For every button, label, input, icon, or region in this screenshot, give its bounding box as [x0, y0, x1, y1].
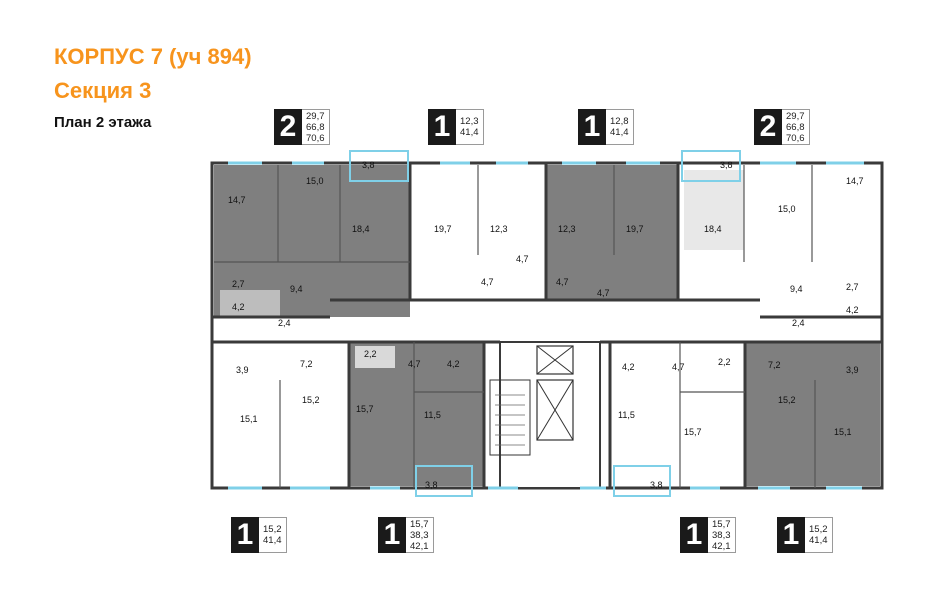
room-area: 2,2: [718, 357, 731, 367]
interior-walls: [214, 165, 816, 488]
living-area: 12,8: [610, 116, 629, 127]
room-area: 7,2: [768, 360, 781, 370]
room-count: 1: [428, 109, 456, 145]
living-area: 12,3: [460, 116, 479, 127]
room-count: 2: [274, 109, 302, 145]
room-area: 4,7: [408, 359, 421, 369]
room-area: 3,8: [720, 160, 733, 170]
room-area: 4,7: [672, 362, 685, 372]
room-count: 1: [378, 517, 406, 553]
room-area: 9,4: [790, 284, 803, 294]
living-area: 15,2: [809, 524, 828, 535]
room-area: 15,7: [684, 427, 702, 437]
room-area: 15,7: [356, 404, 374, 414]
room-area: 3,9: [846, 365, 859, 375]
room-area: 2,7: [232, 279, 245, 289]
room-area: 14,7: [228, 195, 246, 205]
room-area: 15,2: [778, 395, 796, 405]
room-area: 19,7: [434, 224, 452, 234]
room-area: 2,2: [364, 349, 377, 359]
room-area: 14,7: [846, 176, 864, 186]
living-area: 29,7: [786, 110, 805, 122]
room-area: 2,7: [846, 282, 859, 292]
room-count: 1: [680, 517, 708, 553]
room-area: 4,2: [447, 359, 460, 369]
building-title: КОРПУС 7 (уч 894): [54, 44, 252, 69]
room-count: 1: [231, 517, 259, 553]
room-area: 4,2: [846, 305, 859, 315]
room-area: 19,7: [626, 224, 644, 234]
room-area: 9,4: [290, 284, 303, 294]
unit-bottom-right[interactable]: [745, 342, 880, 486]
walls: [210, 161, 884, 490]
total-area: 41,4: [610, 127, 629, 138]
room-area: 11,5: [618, 410, 635, 420]
unit-bottom-left[interactable]: [214, 342, 349, 486]
room-area: 12,3: [490, 224, 508, 234]
total-area: 66,8: [786, 121, 805, 133]
room-area: 4,7: [556, 277, 569, 287]
room-area: 3,8: [650, 480, 663, 490]
room-area: 4,7: [597, 288, 610, 298]
total-area: 38,3: [712, 529, 731, 541]
room-area: 3,8: [425, 480, 438, 490]
balconies: [349, 150, 741, 497]
total-area: 38,3: [410, 529, 429, 541]
room-area: 2,4: [278, 318, 291, 328]
unit-top-center[interactable]: [546, 165, 678, 300]
room-area: 11,5: [424, 410, 441, 420]
windows: [228, 161, 864, 490]
area-with-balcony: 42,1: [410, 540, 429, 552]
room-area: 12,3: [558, 224, 576, 234]
room-area: 3,8: [362, 160, 375, 170]
room-area: 2,4: [792, 318, 805, 328]
unit-bottom-center-right[interactable]: [610, 342, 745, 486]
room-area: 15,1: [834, 427, 852, 437]
room-labels: 14,7 15,0 3,8 18,4 19,7 12,3 12,3 19,7 1…: [228, 160, 864, 490]
stair-core: [489, 341, 601, 489]
room-area: 4,2: [622, 362, 635, 372]
room-area: 3,9: [236, 365, 249, 375]
room-area: 15,2: [302, 395, 320, 405]
room-count: 2: [754, 109, 782, 145]
floor-plan-title: План 2 этажа: [54, 114, 152, 131]
room-area: 18,4: [704, 224, 722, 234]
unit-fills: [214, 165, 880, 486]
living-area: 15,2: [263, 524, 282, 535]
total-area: 41,4: [263, 535, 282, 546]
room-area: 15,0: [306, 176, 324, 186]
room-count: 1: [578, 109, 606, 145]
total-area: 41,4: [809, 535, 828, 546]
room-area: 18,4: [352, 224, 370, 234]
room-area: 15,1: [240, 414, 258, 424]
room-area: 4,2: [232, 302, 245, 312]
total-area: 66,8: [306, 121, 325, 133]
area-with-balcony: 42,1: [712, 540, 731, 552]
area-with-balcony: 70,6: [306, 132, 325, 144]
room-area: 15,0: [778, 204, 796, 214]
living-area: 15,7: [712, 518, 731, 530]
room-area: 7,2: [300, 359, 313, 369]
room-area: 4,7: [481, 277, 494, 287]
total-area: 41,4: [460, 127, 479, 138]
living-area: 29,7: [306, 110, 325, 122]
living-area: 15,7: [410, 518, 429, 530]
area-with-balcony: 70,6: [786, 132, 805, 144]
section-title: Секция 3: [54, 78, 152, 103]
room-area: 4,7: [516, 254, 529, 264]
room-count: 1: [777, 517, 805, 553]
